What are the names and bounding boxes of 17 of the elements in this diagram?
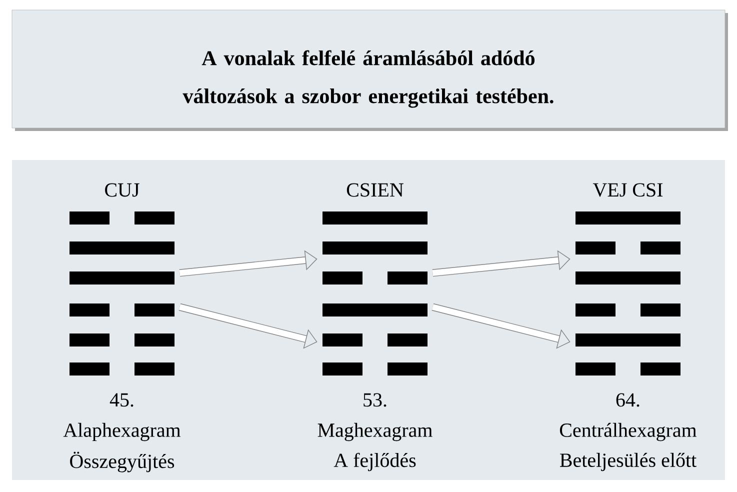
hexagram-number: 53. <box>364 393 386 407</box>
block-arrow <box>432 250 570 277</box>
block-arrow <box>178 303 318 349</box>
block-arrow <box>179 250 318 277</box>
hexagram-meaning: Összegyűjtés <box>70 452 174 472</box>
hexagram-meaning: A fejlődés <box>334 452 416 472</box>
hexagram-name: CUJ <box>105 183 140 197</box>
hexagram-type: Centrálhexagram <box>560 422 697 442</box>
hexagram-type: Alaphexagram <box>63 422 181 442</box>
hexagram-meaning: Beteljesülés előtt <box>560 452 696 472</box>
hexagram-number: 64. <box>616 393 640 407</box>
hexagram-name: VEJ CSI <box>592 183 663 197</box>
hexagram-number: 45. <box>110 393 134 407</box>
hexagram-name: CSIEN <box>346 183 404 197</box>
hexagram-type: Maghexagram <box>318 422 432 442</box>
block-arrow <box>432 303 570 349</box>
title-box: A vonalak felfelé áramlásából adódó változások a szobor energetikai testében. <box>12 10 728 131</box>
